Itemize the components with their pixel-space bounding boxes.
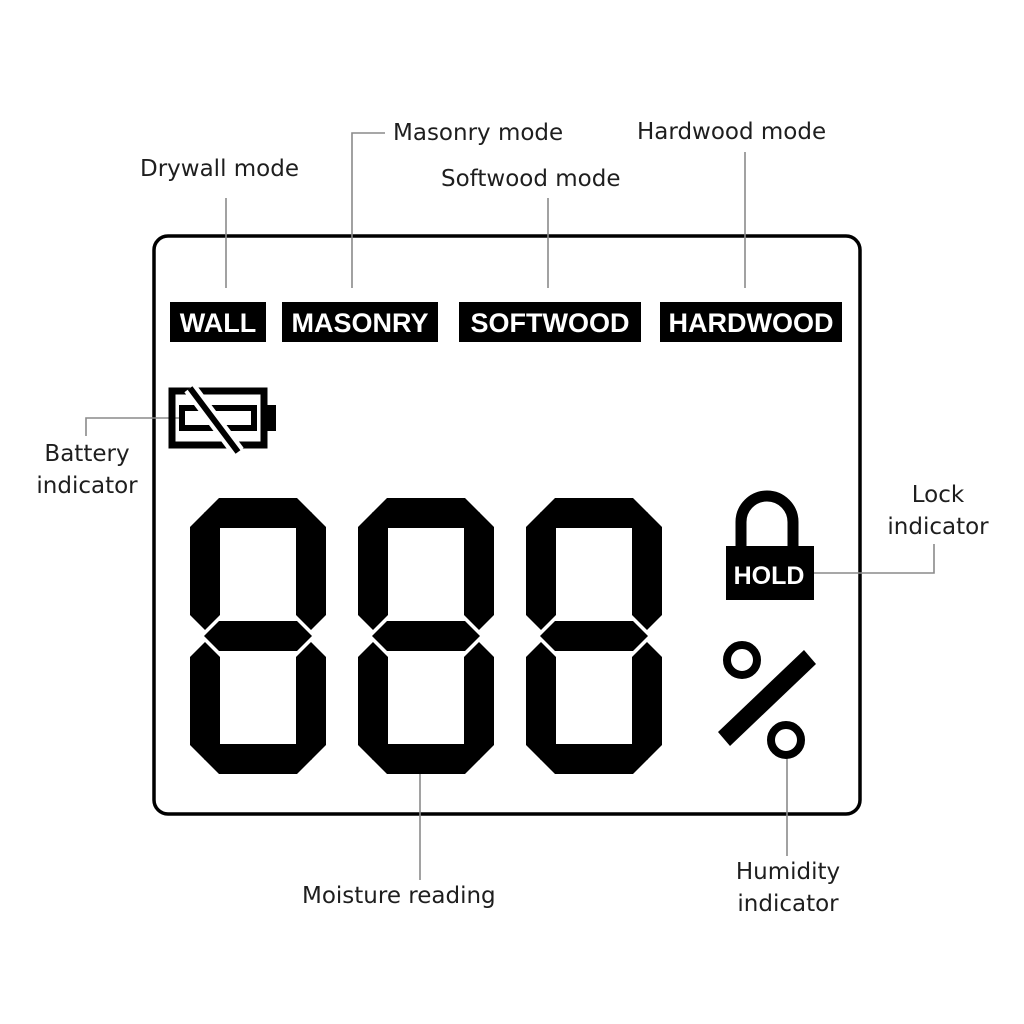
mode-hardwood: HARDWOOD bbox=[660, 302, 842, 342]
digit-2-segment-a bbox=[372, 498, 480, 528]
mode-masonry-label: MASONRY bbox=[291, 308, 428, 338]
digit-3-segment-b bbox=[632, 512, 662, 630]
battery-crossed-icon bbox=[168, 383, 276, 457]
callout-humidity-indicator: Humidity indicator bbox=[718, 856, 858, 920]
moisture-reading-digits bbox=[190, 498, 662, 774]
mode-labels: WALL MASONRY SOFTWOOD HARDWOOD bbox=[170, 302, 842, 342]
callout-lock-indicator: Lock indicator bbox=[872, 479, 1004, 543]
digit-1-segment-e bbox=[190, 642, 220, 760]
digit-2-segment-e bbox=[358, 642, 388, 760]
mode-softwood-label: SOFTWOOD bbox=[471, 308, 630, 338]
mode-softwood: SOFTWOOD bbox=[459, 302, 641, 342]
mode-hardwood-label: HARDWOOD bbox=[669, 308, 834, 338]
leader-lines bbox=[85, 132, 935, 880]
callout-softwood-mode: Softwood mode bbox=[441, 166, 621, 192]
leader-lock bbox=[810, 544, 935, 574]
leader-masonry bbox=[351, 132, 385, 288]
callout-battery-line1: Battery bbox=[44, 441, 130, 467]
digit-1-segment-f bbox=[190, 512, 220, 630]
digit-1-segment-d bbox=[204, 744, 312, 774]
digit-2-segment-d bbox=[372, 744, 480, 774]
mode-wall: WALL bbox=[170, 302, 266, 342]
digit-3-segment-e bbox=[526, 642, 556, 760]
mode-masonry: MASONRY bbox=[282, 302, 438, 342]
callout-humidity-line1: Humidity bbox=[735, 859, 841, 885]
hold-label: HOLD bbox=[734, 562, 805, 590]
callout-lock-line1: Lock bbox=[911, 482, 965, 508]
lcd-frame bbox=[152, 234, 862, 816]
digit-1 bbox=[190, 498, 326, 774]
callout-battery-indicator: Battery indicator bbox=[22, 438, 152, 502]
digit-2-segment-b bbox=[464, 512, 494, 630]
digit-3-segment-f bbox=[526, 512, 556, 630]
digit-3 bbox=[526, 498, 662, 774]
padlock-icon: HOLD bbox=[726, 490, 814, 600]
leader-battery bbox=[85, 417, 180, 436]
percent-icon bbox=[718, 641, 816, 759]
callout-humidity-line2: indicator bbox=[737, 891, 839, 917]
callout-lock-line2: indicator bbox=[887, 514, 989, 540]
digit-3-segment-g bbox=[540, 621, 648, 651]
digit-3-segment-a bbox=[540, 498, 648, 528]
digit-2-segment-g bbox=[372, 621, 480, 651]
callout-masonry-mode: Masonry mode bbox=[393, 120, 564, 146]
digit-2-segment-f bbox=[358, 512, 388, 630]
callout-drywall-mode: Drywall mode bbox=[140, 156, 300, 182]
digit-2 bbox=[358, 498, 494, 774]
callout-battery-line2: indicator bbox=[36, 473, 138, 499]
digit-1-segment-c bbox=[296, 642, 326, 760]
callout-moisture-reading: Moisture reading bbox=[302, 883, 496, 909]
digit-1-segment-g bbox=[204, 621, 312, 651]
digit-3-segment-c bbox=[632, 642, 662, 760]
digit-3-segment-d bbox=[540, 744, 648, 774]
digit-2-segment-c bbox=[464, 642, 494, 760]
digit-1-segment-b bbox=[296, 512, 326, 630]
callout-hardwood-mode: Hardwood mode bbox=[637, 119, 827, 145]
mode-wall-label: WALL bbox=[180, 308, 256, 338]
digit-1-segment-a bbox=[204, 498, 312, 528]
